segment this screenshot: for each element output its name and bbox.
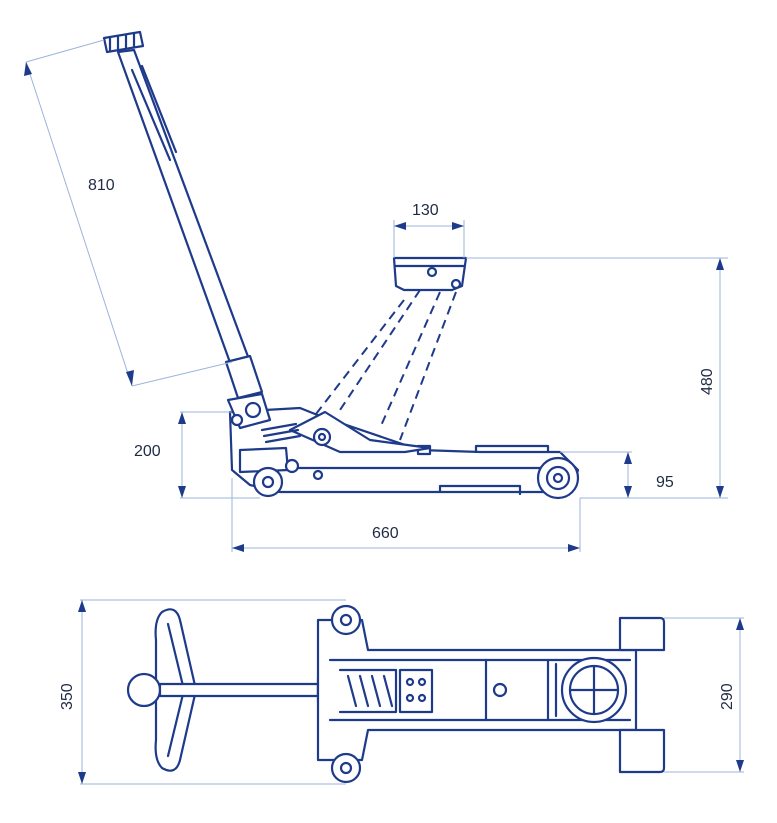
dim-wheel-track: 290 [719, 683, 736, 710]
side-view [102, 30, 580, 500]
rear-caster [238, 446, 300, 498]
top-dimensions: 350 290 [59, 599, 744, 785]
front-wheel [536, 456, 580, 500]
dim-chassis-length: 660 [372, 525, 399, 542]
top-view [126, 604, 666, 784]
raised-saddle [315, 256, 468, 441]
dim-overall-width: 350 [59, 683, 76, 710]
dim-saddle-width: 130 [412, 202, 439, 219]
dim-rear-height: 200 [134, 443, 161, 460]
dim-max-height: 480 [699, 368, 716, 395]
front-wheels-top [618, 616, 666, 774]
lift-arm [226, 392, 432, 454]
handle-grip [126, 608, 338, 772]
saddle-disc [560, 656, 628, 724]
dim-min-height: 95 [656, 474, 674, 491]
side-dimensions: 810 130 480 95 200 660 [24, 39, 728, 552]
top-frame [316, 618, 638, 762]
rear-casters-top [330, 604, 362, 784]
dim-handle-length: 810 [88, 177, 115, 194]
handle [102, 30, 264, 400]
